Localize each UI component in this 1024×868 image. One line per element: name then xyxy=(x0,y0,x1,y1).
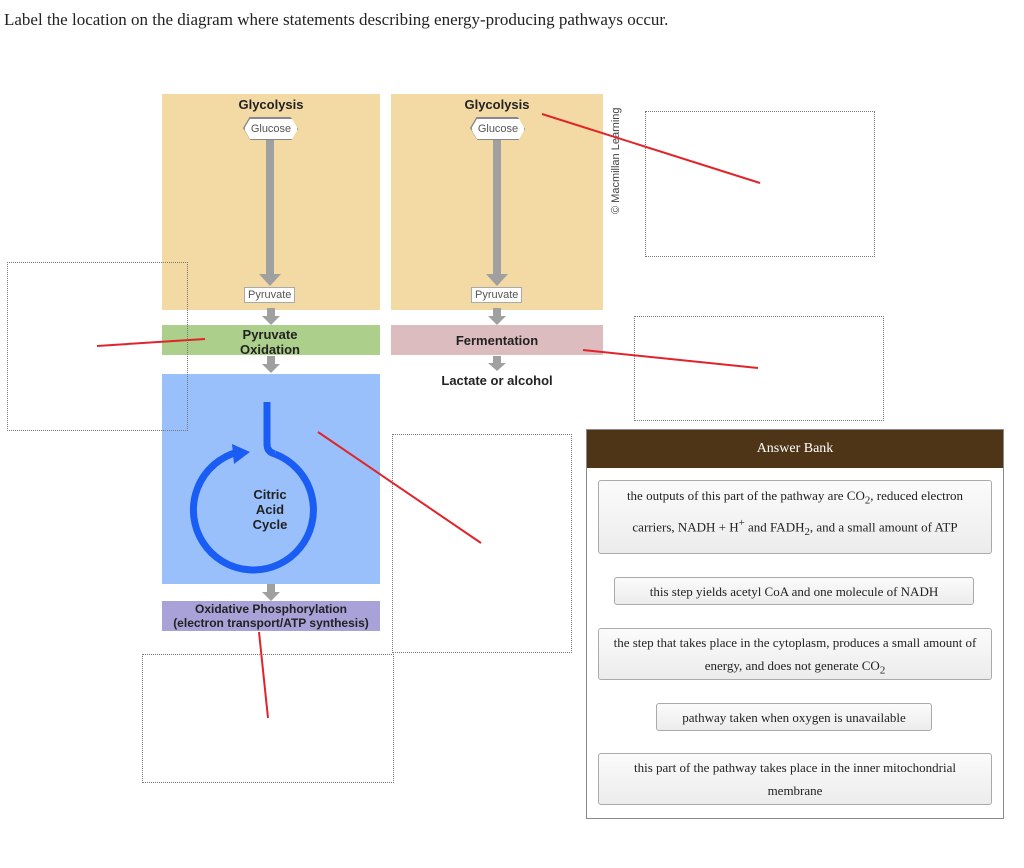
answer-citric-acid-outputs[interactable]: the outputs of this part of the pathway … xyxy=(598,480,992,554)
answer-1-text-d: , and a small amount of ATP xyxy=(809,518,958,534)
arrow-to-oxphos xyxy=(262,584,280,601)
answer-5-text: this part of the pathway takes place in … xyxy=(633,760,956,798)
answer-4-text: pathway taken when oxygen is unavailable xyxy=(682,710,906,725)
pyruvate-label-left: Pyruvate xyxy=(244,287,296,303)
glycolysis-title-left: Glycolysis xyxy=(238,97,304,112)
svg-text:© Macmillan Learning: © Macmillan Learning xyxy=(610,107,622,214)
glycolysis-title-right: Glycolysis xyxy=(464,97,530,112)
oxphos-title-line2: (electron transport/ATP synthesis) xyxy=(173,616,369,630)
glucose-label-right: Glucose xyxy=(471,118,525,140)
answer-1-sub-b: 2 xyxy=(804,525,810,538)
answer-1-sub-a: 2 xyxy=(864,494,871,507)
arrow-to-lactate xyxy=(488,356,506,371)
pyruvate-oxidation-title: Pyruvate Oxidation xyxy=(240,327,300,357)
fermentation-title: Fermentation xyxy=(455,333,539,348)
pyruvate-label-right: Pyruvate xyxy=(471,287,523,303)
answer-1-sup: + xyxy=(738,516,745,529)
drop-zone-glycolysis[interactable] xyxy=(645,111,875,257)
oxphos-panel xyxy=(162,601,380,631)
answer-1-text-b: , reduced electron carriers, NADH + H xyxy=(632,488,964,534)
copyright-credit: © Macmillan Learning xyxy=(610,107,622,214)
answer-bank: Answer Bank the outputs of this part of … xyxy=(586,429,1004,819)
arrowhead-left-1 xyxy=(259,274,281,286)
answer-3-sub: 2 xyxy=(879,664,886,677)
answer-1-text-a: the outputs of this part of the pathway … xyxy=(626,488,865,503)
citric-acid-cycle-title: Citric Acid Cycle xyxy=(252,487,288,532)
arrow-to-pyruvate-oxidation xyxy=(262,308,280,325)
glycolysis-arrow-left xyxy=(266,140,274,278)
answer-inner-membrane[interactable]: this part of the pathway takes place in … xyxy=(598,753,992,805)
answer-2-text: this step yields acetyl CoA and one mole… xyxy=(649,584,939,599)
drop-zone-oxidative-phosphorylation[interactable] xyxy=(142,654,394,783)
lactate-label: Lactate or alcohol xyxy=(441,373,553,388)
arrow-to-fermentation xyxy=(488,308,506,325)
answer-bank-title: Answer Bank xyxy=(587,430,1003,468)
glycolysis-arrow-right xyxy=(493,140,501,278)
answer-acetyl-coa[interactable]: this step yields acetyl CoA and one mole… xyxy=(614,577,974,605)
answer-no-oxygen[interactable]: pathway taken when oxygen is unavailable xyxy=(656,703,932,731)
answer-cytoplasm-step[interactable]: the step that takes place in the cytopla… xyxy=(598,628,992,680)
arrow-to-citric-acid xyxy=(262,356,280,373)
drop-zone-citric-acid-cycle[interactable] xyxy=(392,434,572,653)
oxphos-title-line1: Oxidative Phosphorylation xyxy=(194,602,348,616)
answer-1-text-c: and FADH xyxy=(744,518,805,534)
glucose-label-left: Glucose xyxy=(244,118,298,140)
arrowhead-right-1 xyxy=(486,274,508,286)
drop-zone-fermentation[interactable] xyxy=(634,316,884,421)
drop-zone-pyruvate-oxidation[interactable] xyxy=(7,262,188,431)
question-text: Label the location on the diagram where … xyxy=(4,10,669,29)
citric-acid-cycle-icon xyxy=(189,402,317,574)
answer-3-text: the step that takes place in the cytopla… xyxy=(613,635,977,673)
fermentation-panel xyxy=(391,325,603,355)
